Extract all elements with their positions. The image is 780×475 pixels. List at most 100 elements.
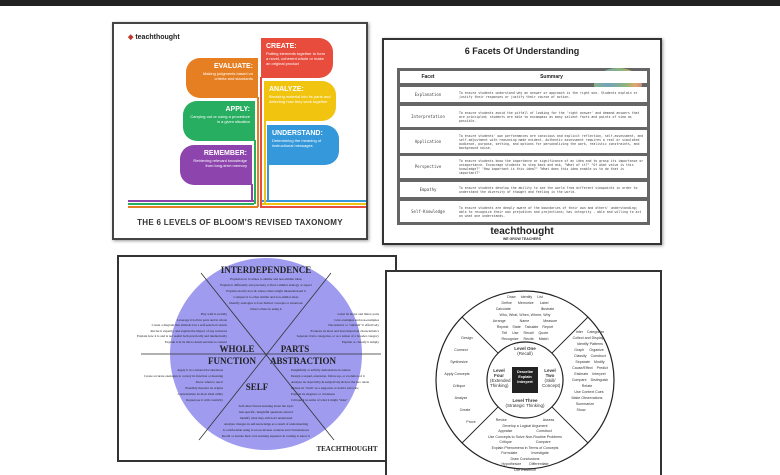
circle-item: Is comfortable using it across diverse c… xyxy=(222,428,310,432)
dok-word: Organize xyxy=(589,348,604,352)
dok-word: Design xyxy=(461,336,473,340)
level-analyze: ANALYZE:Breaking material into its parts… xyxy=(264,81,336,121)
dok-word-row: Critique xyxy=(453,384,465,388)
circle-item: Explain how it is and is not useful both… xyxy=(136,334,227,338)
dok-word-row: Apply Concepts xyxy=(444,372,469,376)
dok-word-row: Develop a Logical Argument xyxy=(503,424,548,428)
dok-word: Define xyxy=(501,301,512,305)
dok-word: Report xyxy=(542,325,554,329)
dok-word: Match xyxy=(538,337,549,341)
circle-item: Revise it expertly, and explain the impa… xyxy=(150,328,227,333)
dok-word: Revise xyxy=(495,418,507,422)
dok-word: Name xyxy=(519,319,530,323)
circle-item: Analyze its objectivity & subjectivity &… xyxy=(291,380,370,384)
dok-word-row: Design xyxy=(461,336,472,340)
dok-word: Create xyxy=(459,408,471,412)
dok-word: Recite xyxy=(523,337,534,341)
dok-word: Draw xyxy=(507,295,516,299)
dok-word-row: Use Context Cues xyxy=(574,390,603,394)
dok-word: Hypothesize xyxy=(501,462,522,466)
dok-word: Collect and Display xyxy=(572,336,604,340)
level-create: CREATE:Putting elements together to form… xyxy=(261,38,333,78)
circle-item: Recall or narrate their own learning seq… xyxy=(221,434,311,438)
dok-word: Construct xyxy=(590,354,606,358)
circle-item: Design a sequel, extension, follow-up, o… xyxy=(291,374,365,378)
dok-word-row: Relate xyxy=(582,384,592,388)
dok-word: Label xyxy=(539,301,549,305)
circle-item: Analyze changes in self-knowledge as a r… xyxy=(223,422,309,426)
circle-item: Compare it to other similar and non-simi… xyxy=(233,295,299,299)
heading-self: SELF xyxy=(245,382,269,392)
dok-word: Separate xyxy=(575,360,590,364)
dok-word: Cause/Effect xyxy=(572,366,593,370)
circle-item: Identify what they still don't understan… xyxy=(239,416,293,420)
dok-word: Apply Concepts xyxy=(444,372,470,376)
circle-item: Explain it differently and precisely to … xyxy=(220,283,312,287)
circle-item: Explain it in its micro detail and macro… xyxy=(164,339,227,344)
dok-word: Explain Phenomena in Terms of Concepts xyxy=(491,445,559,450)
blooms-taxonomy-thumbnail[interactable]: ◆ teachthought CREATE:Putting elements t… xyxy=(112,22,368,240)
top-bar xyxy=(0,0,780,6)
dok-word: Draw Conclusions xyxy=(510,456,540,461)
dok-word-row: Who, What, When, Where, Why xyxy=(500,313,551,317)
dok-word: Arrange xyxy=(492,319,506,323)
dok-word: Tabulate xyxy=(524,325,539,329)
dok-word: Distinguish xyxy=(590,378,609,382)
circle-item: Explain or classify it simply xyxy=(341,339,379,344)
dok-word: Make Observations xyxy=(571,396,603,400)
circle-item: Explain exactly how & where others might… xyxy=(226,289,306,293)
circle-item: Explain how it relates to similar and no… xyxy=(230,277,302,281)
dok-word-row: Connect xyxy=(454,348,467,352)
dok-word: Summarize xyxy=(575,402,595,406)
level-understand: UNDERSTAND:Determining the meaning of in… xyxy=(267,125,339,165)
circle-item: Give examples and non-examples xyxy=(334,317,379,322)
level-apply: APPLY:Carrying out or using a procedure … xyxy=(183,101,255,141)
circle-item: Explain its elegance or crudeness xyxy=(291,392,335,396)
dok-word: Calculate xyxy=(495,307,511,311)
dok-word: Use Concepts to Solve Non-Routine Proble… xyxy=(488,434,562,439)
circle-item: Separate it into categories, or as a sub… xyxy=(296,334,379,338)
facets-title: 6 Facets Of Understanding xyxy=(464,46,580,56)
understanding-circle-thumbnail[interactable]: INTERDEPENDENCE WHOLE PARTS FUNCTION ABS… xyxy=(117,255,397,462)
circle-item: Contextualize its most ideal utility xyxy=(177,392,223,396)
dok-word: Compare xyxy=(571,378,587,382)
dok-word: Repeat xyxy=(496,325,509,329)
dok-word: Connect xyxy=(454,348,468,352)
dok-word-row: Draw Conclusions xyxy=(511,457,540,461)
dok-word: Use xyxy=(512,331,519,335)
circle-item: Deconstruct or "unbuild" it effectively xyxy=(328,323,379,327)
dok-word: Synthesize xyxy=(450,360,468,364)
dok-word: Predict xyxy=(596,366,608,370)
dok-word-row: Use Concepts to Solve Non-Routine Proble… xyxy=(488,435,562,439)
heading-abstraction: ABSTRACTION xyxy=(269,356,337,366)
dok-word-row: Synthesize xyxy=(450,360,468,364)
dok-word-row: Analyze xyxy=(455,396,468,400)
dok-word: Identify xyxy=(520,295,533,299)
circle-item: Self-direct future learning about the to… xyxy=(238,404,294,408)
dok-word: Modify xyxy=(594,360,605,364)
level-four: Level Four(Extended Thinking) xyxy=(490,368,511,388)
dok-word: Memorize xyxy=(517,301,534,305)
dok-word: Identify Patterns xyxy=(577,342,603,346)
dok-wheel xyxy=(435,290,615,470)
circle-item: Create a diagram that embeds it in a sel… xyxy=(151,323,227,327)
circle-item: Critique it in terms of what it might "m… xyxy=(291,398,348,402)
dok-word: Graph xyxy=(574,348,585,352)
dok-word: Compare xyxy=(535,440,551,444)
